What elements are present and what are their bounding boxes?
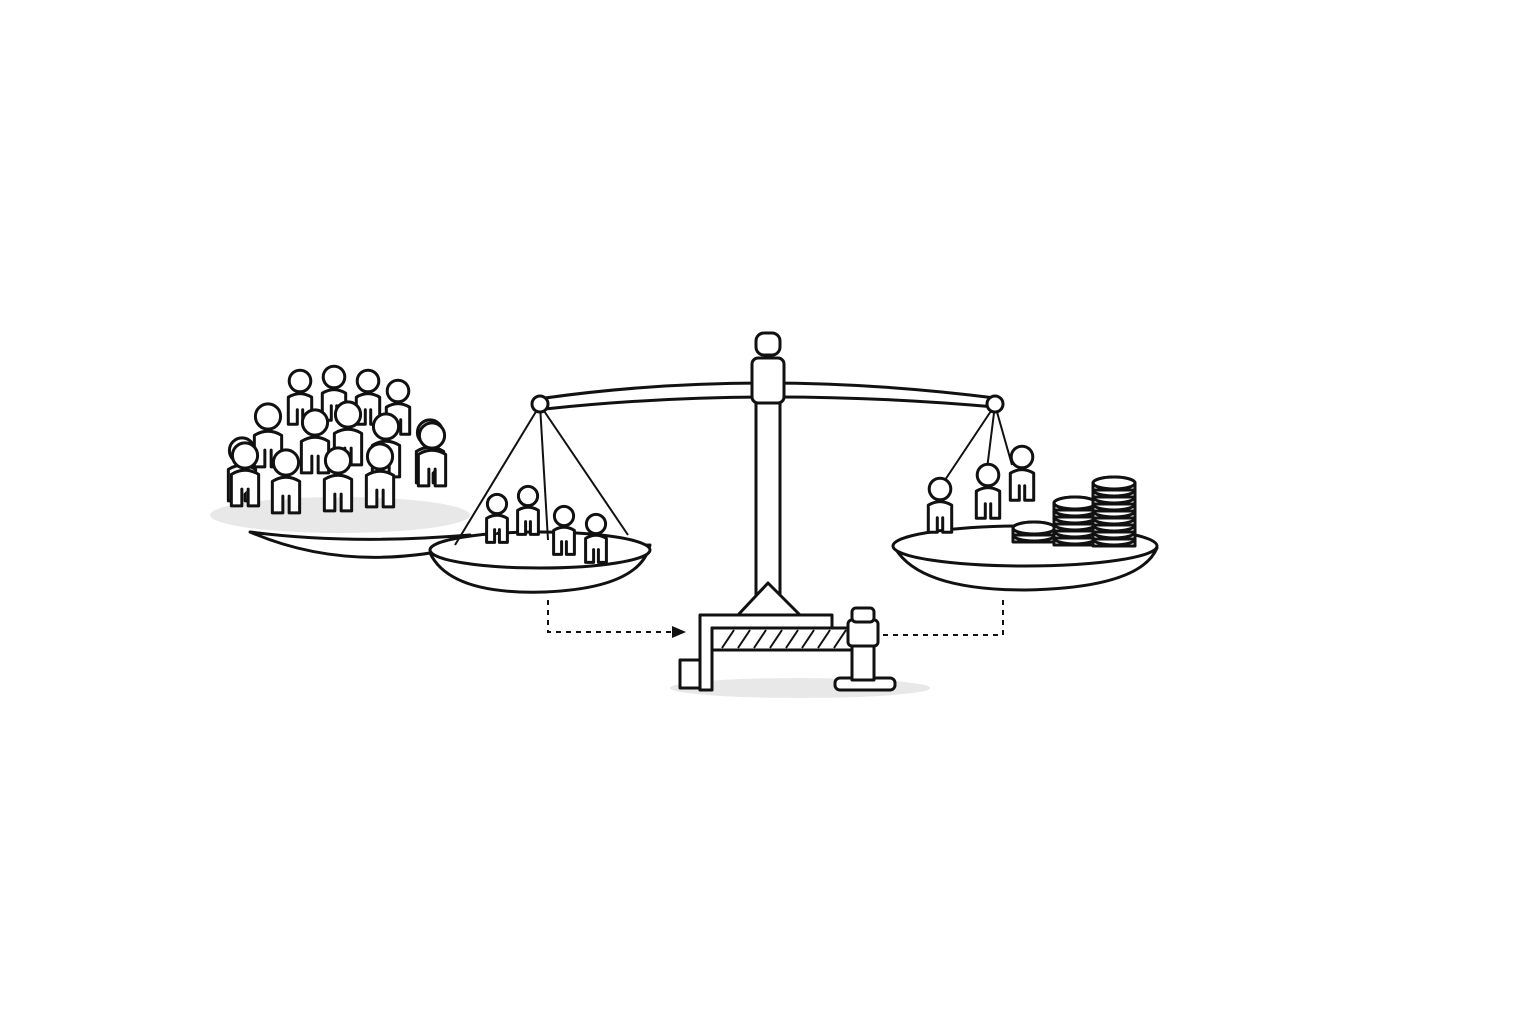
barrier-gate xyxy=(678,613,854,692)
person-icon xyxy=(416,421,448,488)
person-icon xyxy=(270,448,302,515)
person-icon xyxy=(552,504,576,556)
left-pan-strings xyxy=(454,404,629,546)
coin-stacks xyxy=(1011,475,1137,548)
person-icon xyxy=(974,462,1002,520)
right-pan-people xyxy=(926,444,1036,534)
left-beam-pivot xyxy=(530,394,550,414)
coin-stack-icon xyxy=(1011,520,1057,544)
coin-stack-icon xyxy=(1052,495,1098,547)
right-beam-pivot xyxy=(985,394,1005,414)
person-icon xyxy=(1008,444,1036,502)
scale-post xyxy=(754,383,782,602)
left-pan-people xyxy=(485,484,608,564)
person-icon xyxy=(516,484,540,536)
dashed-arrow-left xyxy=(547,600,686,638)
person-icon xyxy=(354,368,382,426)
person-icon xyxy=(926,476,954,534)
left-scale-pan xyxy=(428,530,652,594)
person-icon xyxy=(584,512,608,564)
person-icon xyxy=(322,446,354,513)
person-icon xyxy=(229,441,261,508)
post-base-triangle xyxy=(736,581,802,617)
post-cap xyxy=(754,331,782,357)
person-icon xyxy=(364,442,396,509)
dashed-line-right xyxy=(880,600,1004,636)
post-collar xyxy=(750,356,786,405)
person-icon xyxy=(485,492,509,544)
coin-stack-icon xyxy=(1091,475,1137,548)
left-crowd xyxy=(226,364,448,515)
bollard xyxy=(833,606,897,692)
